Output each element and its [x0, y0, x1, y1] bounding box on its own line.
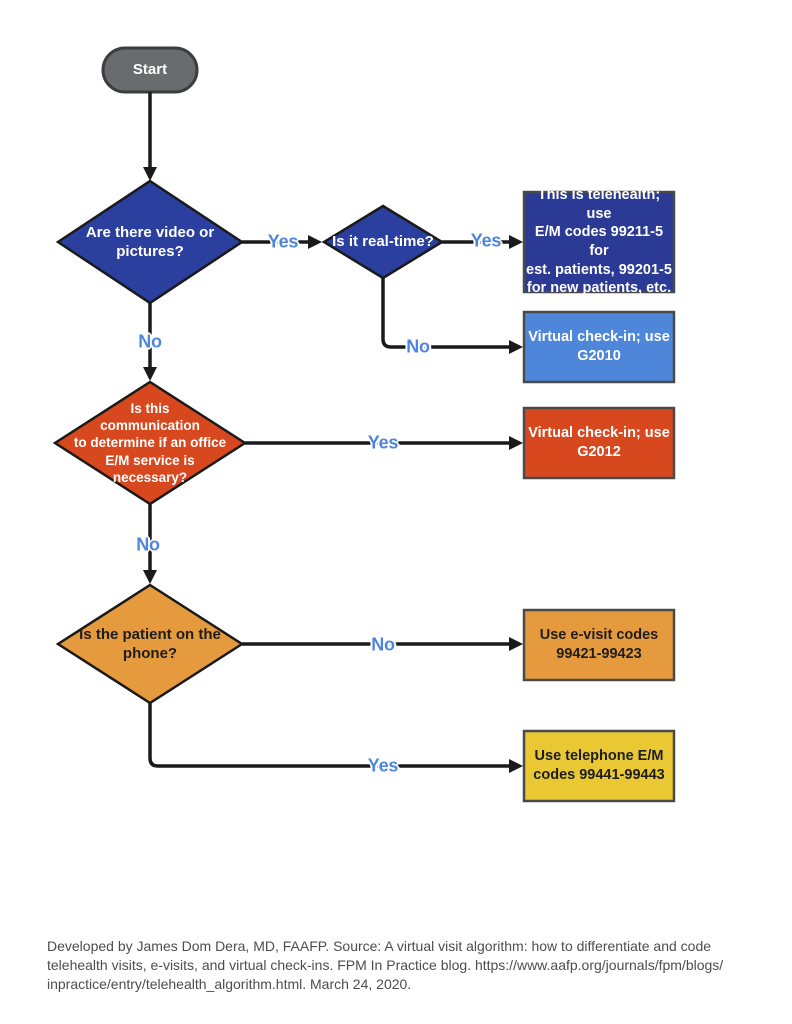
outcome-telephone-box: [522, 729, 676, 803]
outcome-g2012-box: [522, 406, 676, 480]
outcome-telehealth-label: This is telehealth; use E/M codes 99211-…: [526, 187, 672, 297]
decision-video-label: Are there video or pictures?: [85, 223, 215, 261]
outcome-telephone-label: Use telephone E/M codes 99441-99443: [533, 748, 665, 783]
arrowhead-realtime-yes: [509, 235, 523, 249]
edge-label-video-no: No: [138, 331, 162, 352]
edge-label-realtime-no: No: [406, 336, 430, 357]
outcome-g2012-label: Virtual check-in; use G2012: [528, 425, 670, 460]
arrowhead-office-no: [143, 570, 157, 584]
edge-label-video-yes: Yes: [267, 231, 299, 252]
decision-realtime-label: Is it real-time?: [332, 233, 434, 251]
outcome-telehealth-box: [522, 190, 676, 294]
start-node-label: Start: [132, 61, 168, 79]
decision-office-label: Is this communication to determine if an…: [73, 401, 227, 485]
arrow-realtime-no: [381, 278, 510, 349]
edge-label-office-no: No: [136, 534, 160, 555]
outcome-evisit-label: Use e-visit codes 99421-99423: [539, 627, 659, 662]
arrowhead-phone-no: [509, 637, 523, 651]
arrowhead-realtime-no: [509, 340, 523, 354]
arrowhead-video-no: [143, 367, 157, 381]
arrowhead-office-yes: [509, 436, 523, 450]
arrowhead-video-yes: [308, 235, 322, 249]
outcome-g2010-box: [522, 310, 676, 384]
outcome-g2010-label: Virtual check-in; use G2010: [528, 329, 670, 364]
decision-phone-label: Is the patient on the phone?: [79, 625, 221, 663]
arrowhead-start-to-video: [143, 167, 157, 181]
edge-label-phone-no: No: [371, 634, 395, 655]
arrowhead-phone-yes: [509, 759, 523, 773]
edge-label-office-yes: Yes: [367, 432, 399, 453]
edge-label-realtime-yes: Yes: [470, 230, 502, 251]
footer-credit: Developed by James Dom Dera, MD, FAAFP. …: [47, 938, 724, 992]
arrow-phone-yes: [148, 703, 510, 768]
edge-label-phone-yes: Yes: [367, 755, 399, 776]
outcome-evisit-box: [522, 608, 676, 682]
